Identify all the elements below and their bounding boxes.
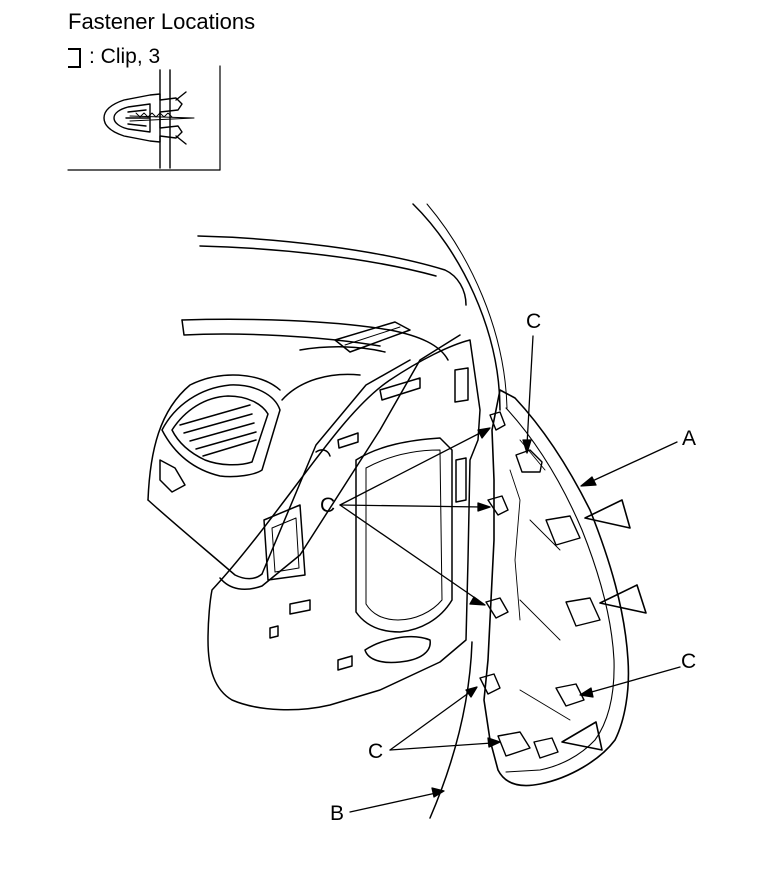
clip-triangles xyxy=(561,499,647,751)
clip-c-icon xyxy=(515,449,543,473)
clip-symbol-icon xyxy=(68,48,81,68)
clip-detail-icon xyxy=(103,69,195,169)
page-title: Fastener Locations xyxy=(68,9,256,34)
cover-panel-a xyxy=(483,389,630,787)
clip-c-icon xyxy=(487,495,509,516)
label-c-top: C xyxy=(526,310,541,333)
windshield-pillar xyxy=(412,203,508,819)
triangle-clip-icon xyxy=(561,721,603,751)
clip-c-icon xyxy=(497,731,531,757)
legend-text: : Clip, 3 xyxy=(89,45,161,68)
side-cover-inner xyxy=(207,339,481,711)
dashboard xyxy=(147,235,467,591)
label-c-bottom: C xyxy=(368,740,383,763)
label-c-left: C xyxy=(320,494,335,517)
clip-c-icon xyxy=(479,673,501,695)
clip-c-icon xyxy=(565,597,601,627)
label-b: B xyxy=(330,802,344,825)
clip-c-icon xyxy=(533,737,559,759)
clip-c-icon xyxy=(545,515,581,546)
legend: : Clip, 3 xyxy=(68,45,160,69)
triangle-clip-icon xyxy=(599,584,647,614)
clip-detail-inset xyxy=(67,65,221,171)
triangle-clip-icon xyxy=(584,499,631,529)
clip-c-icon xyxy=(485,597,509,619)
label-a: A xyxy=(682,427,696,450)
clip-c-markers xyxy=(479,411,601,759)
label-c-right: C xyxy=(681,650,696,673)
clip-c-icon xyxy=(489,411,506,431)
leader-lines xyxy=(339,335,681,813)
clip-c-icon xyxy=(555,683,585,707)
